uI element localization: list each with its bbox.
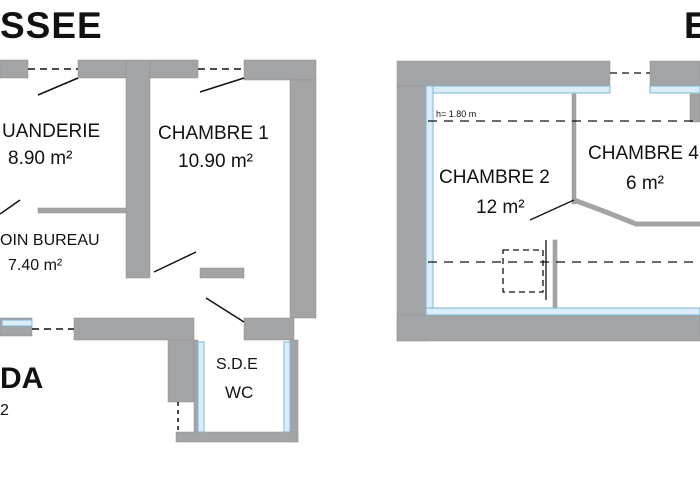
ceiling-height-label: h= 1.80 m bbox=[436, 109, 477, 119]
left-plan-windows bbox=[1, 319, 291, 433]
room-name-chambre-2: CHAMBRE 2 bbox=[439, 167, 550, 188]
wall bbox=[289, 339, 299, 443]
window bbox=[283, 341, 291, 433]
left-plan-doors bbox=[0, 68, 245, 432]
room-area-chambre-4: 6 m² bbox=[626, 173, 664, 194]
level-heading-right: E bbox=[684, 5, 700, 46]
window bbox=[425, 307, 700, 316]
right-plan-windows bbox=[425, 85, 700, 316]
wall bbox=[289, 79, 317, 319]
room-name-wc: WC bbox=[225, 383, 254, 402]
right-plan-dashes bbox=[428, 72, 700, 300]
room-area-veranda: 2 bbox=[0, 402, 9, 419]
room-area-chambre-1: 10.90 m² bbox=[178, 151, 253, 172]
wall bbox=[149, 59, 199, 79]
window bbox=[425, 85, 611, 94]
room-name-chambre-1: CHAMBRE 1 bbox=[158, 123, 269, 144]
room-name-sde: S.D.E bbox=[216, 356, 258, 373]
wall bbox=[396, 60, 611, 87]
window bbox=[649, 85, 700, 94]
wall bbox=[73, 317, 195, 341]
wall bbox=[243, 317, 295, 341]
window bbox=[1, 319, 33, 327]
wall bbox=[0, 59, 29, 79]
room-area-coin-bureau: 7.40 m² bbox=[8, 257, 63, 274]
wall bbox=[571, 93, 577, 205]
level-heading-left: SSEE bbox=[0, 5, 103, 46]
room-name-coin-bureau: OIN BUREAU bbox=[0, 232, 100, 249]
door-swing bbox=[199, 77, 245, 93]
wall bbox=[175, 431, 299, 443]
wall bbox=[77, 59, 127, 79]
door-swing bbox=[153, 251, 197, 273]
wall bbox=[243, 59, 317, 81]
door-swing bbox=[529, 199, 575, 221]
room-area-chambre-2: 12 m² bbox=[476, 197, 525, 218]
right-plan-walls bbox=[396, 60, 700, 342]
wall bbox=[552, 239, 558, 311]
wall bbox=[125, 59, 151, 279]
door-swing bbox=[205, 297, 245, 323]
wall bbox=[193, 339, 199, 433]
wall bbox=[649, 60, 700, 87]
wall bbox=[689, 93, 700, 123]
wall bbox=[199, 267, 245, 279]
room-name-chambre-4: CHAMBRE 4 bbox=[588, 143, 699, 164]
door-swing bbox=[37, 77, 79, 96]
room-name-buanderie: UANDERIE bbox=[2, 121, 101, 142]
skylight bbox=[502, 249, 544, 293]
door-swing bbox=[0, 199, 21, 215]
wall bbox=[37, 207, 127, 214]
room-area-buanderie: 8.90 m² bbox=[8, 148, 73, 169]
left-plan-walls bbox=[0, 59, 317, 443]
window bbox=[197, 341, 205, 433]
wall bbox=[167, 339, 195, 403]
partition-wall bbox=[573, 197, 700, 227]
wall bbox=[396, 314, 700, 342]
wall bbox=[396, 85, 427, 342]
window bbox=[425, 85, 434, 309]
room-name-veranda: DA bbox=[0, 362, 44, 395]
